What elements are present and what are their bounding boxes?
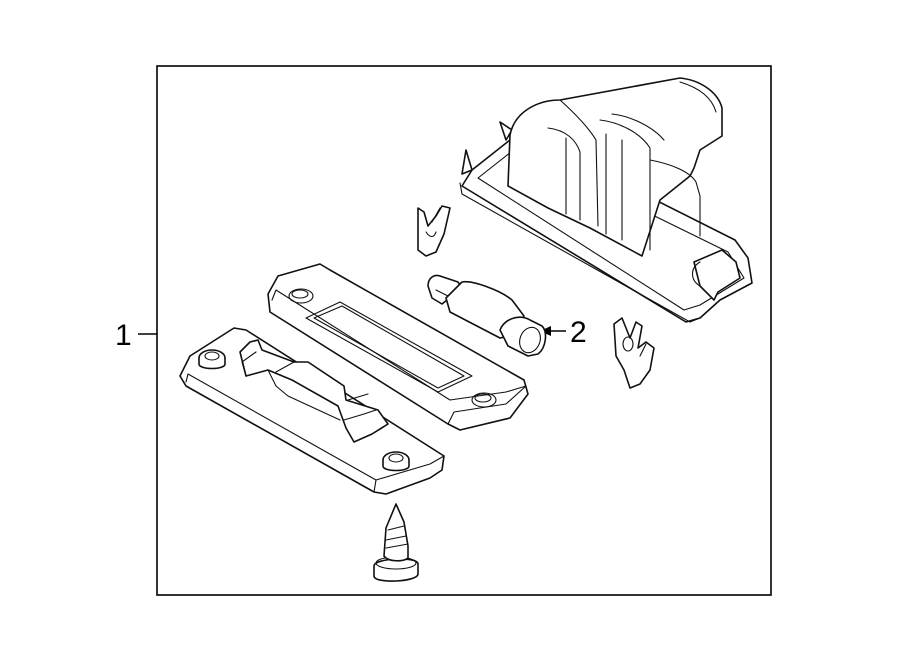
spring-clip-left[interactable] (417, 205, 451, 257)
lens[interactable] (267, 263, 529, 431)
spring-clip-right[interactable] (613, 317, 655, 389)
base-plate[interactable] (179, 327, 445, 495)
callout-1-label: 1 (115, 319, 132, 352)
diagram-frame (156, 65, 772, 596)
bulb[interactable] (427, 274, 547, 357)
callout-1[interactable]: 1 (115, 319, 157, 352)
callout-2-label: 2 (570, 316, 587, 349)
callout-2[interactable]: 2 (540, 316, 587, 349)
lamp-housing[interactable] (459, 77, 753, 323)
screw[interactable] (373, 503, 419, 582)
